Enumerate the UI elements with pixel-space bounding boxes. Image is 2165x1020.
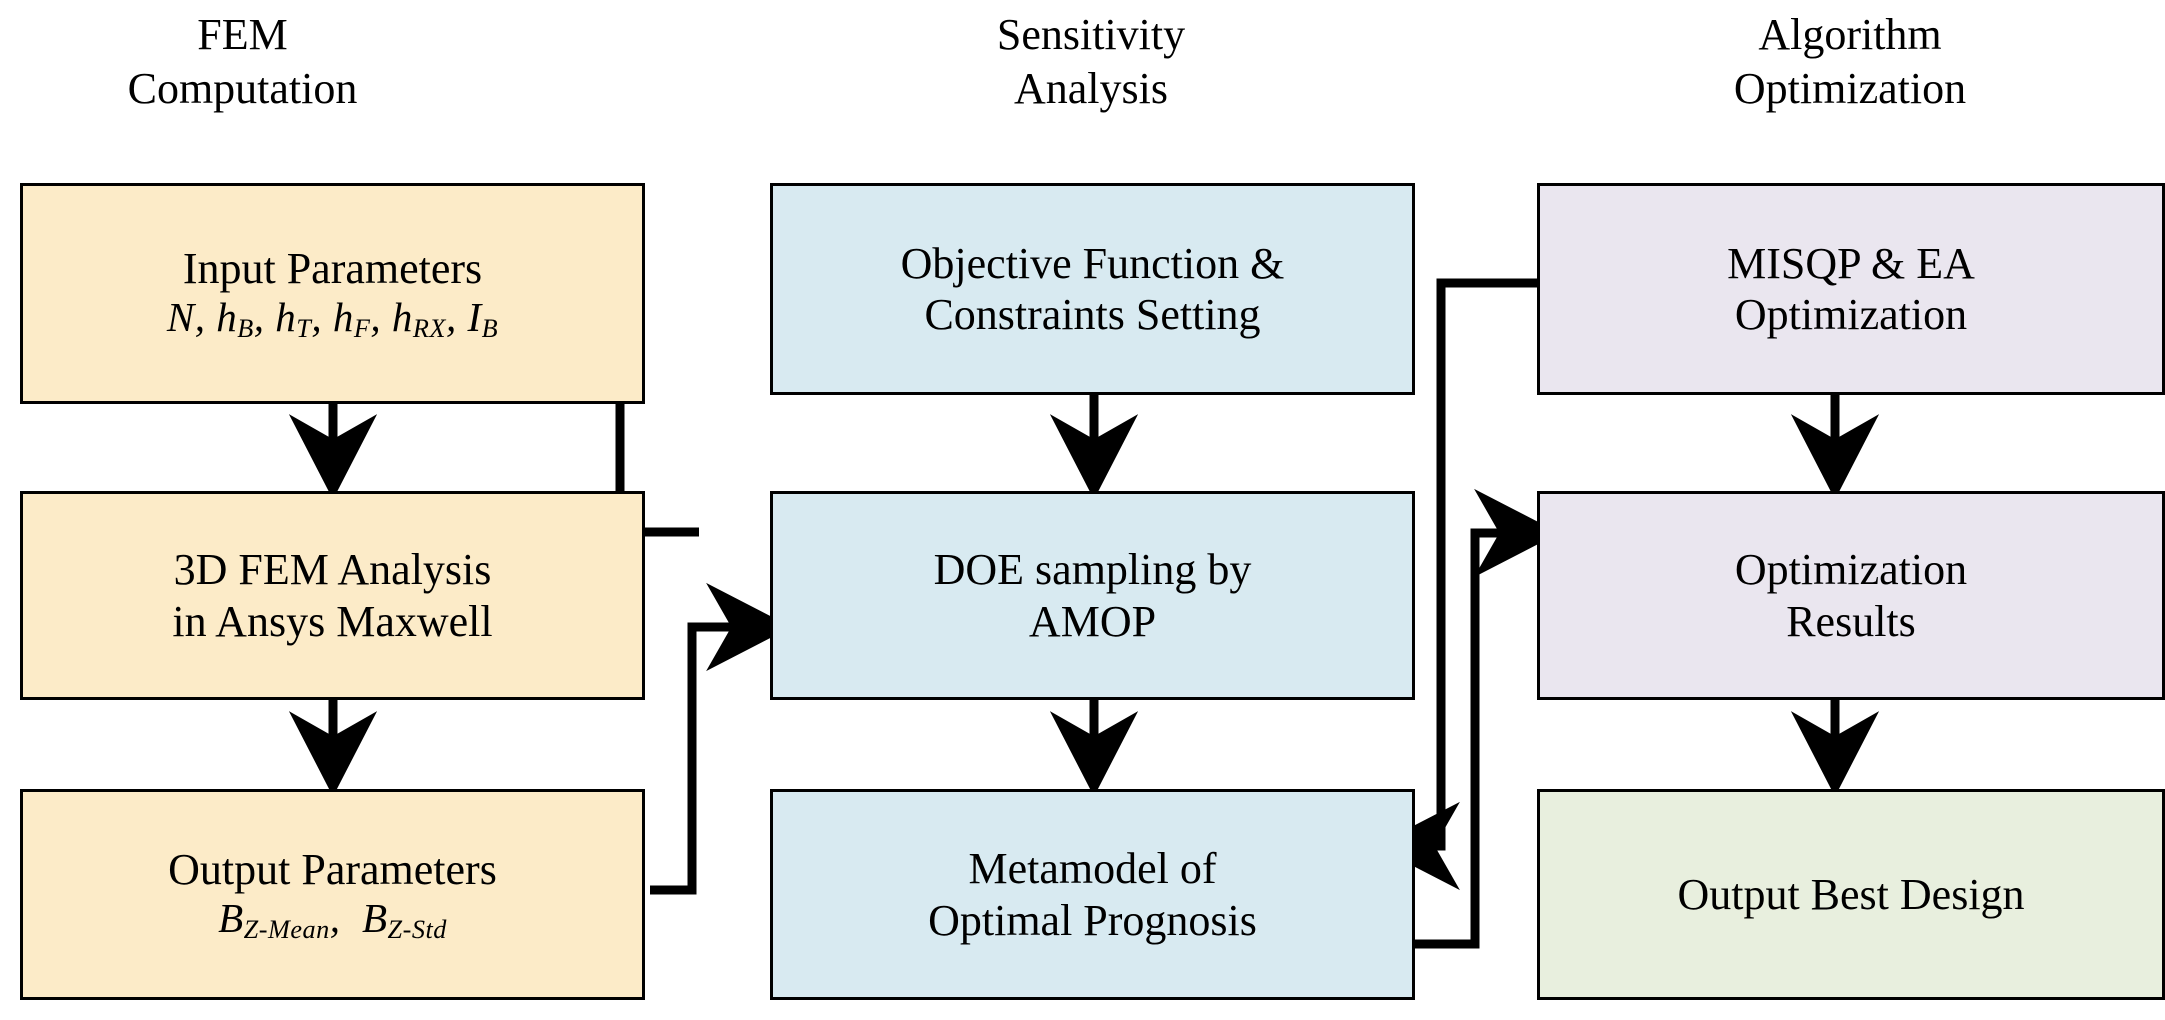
node-optimization-results-line-1: Optimization — [1734, 545, 1968, 595]
node-misqp-ea[interactable]: MISQP & EA Optimization — [1537, 183, 2165, 395]
column-title-algorithm: Algorithm Optimization — [1733, 10, 1967, 113]
node-doe-sampling-line-2: AMOP — [1028, 596, 1157, 646]
node-doe-sampling[interactable]: DOE sampling by AMOP — [770, 491, 1415, 700]
node-fem-analysis-line-1: 3D FEM Analysis — [173, 545, 492, 595]
node-misqp-ea-line-2: Optimization — [1734, 290, 1968, 339]
node-optimization-results[interactable]: Optimization Results — [1537, 491, 2165, 700]
node-fem-analysis-line-2: in Ansys Maxwell — [172, 596, 493, 646]
node-optimization-results-line-2: Results — [1786, 596, 1916, 646]
column-title-sensitivity: Sensitivity Analysis — [996, 10, 1186, 113]
node-output-best-design-line-1: Output Best Design — [1677, 869, 2025, 919]
node-metamodel-line-2: Optimal Prognosis — [928, 895, 1257, 945]
node-output-parameters-title: Output Parameters — [168, 844, 497, 894]
node-input-parameters-title: Input Parameters — [182, 243, 483, 293]
node-objective-function[interactable]: Objective Function & Constraints Setting — [770, 183, 1415, 395]
edge-metamodel-to-results — [1406, 488, 1560, 949]
node-objective-function-line-2: Constraints Setting — [924, 290, 1261, 339]
node-metamodel-line-1: Metamodel of — [968, 844, 1217, 894]
edge-misqp-to-metamodel — [1374, 278, 1537, 891]
node-output-best-design[interactable]: Output Best Design — [1537, 789, 2165, 1000]
node-input-parameters[interactable]: Input Parameters N, hB, hT, hF, hRX, IB — [20, 183, 645, 404]
node-input-parameters-math: N, hB, hT, hF, hRX, IB — [166, 293, 499, 343]
node-output-parameters-math: BZ-Mean, BZ-Std — [218, 894, 447, 944]
node-misqp-ea-line-1: MISQP & EA — [1727, 238, 1975, 288]
node-objective-function-line-1: Objective Function & — [900, 238, 1285, 288]
node-fem-analysis[interactable]: 3D FEM Analysis in Ansys Maxwell — [20, 491, 645, 700]
node-metamodel[interactable]: Metamodel of Optimal Prognosis — [770, 789, 1415, 1000]
node-doe-sampling-line-1: DOE sampling by — [933, 545, 1252, 595]
column-title-fem: FEM Computation — [127, 10, 358, 113]
node-output-parameters[interactable]: Output Parameters BZ-Mean, BZ-Std — [20, 789, 645, 1000]
edge-output-to-doe — [650, 582, 792, 895]
